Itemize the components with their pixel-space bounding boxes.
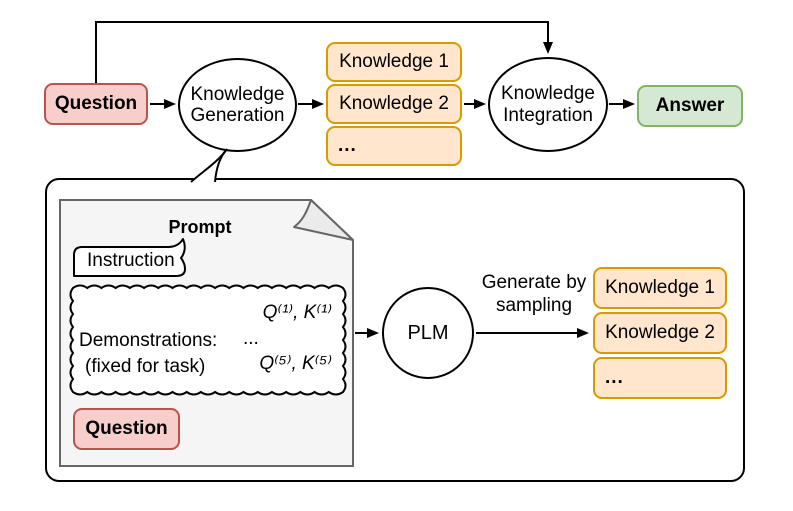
question-to-integration-connector: [95, 21, 553, 83]
question-label: Question: [54, 93, 138, 115]
answer-box: Answer: [637, 85, 743, 127]
knowledge-2-box-top: Knowledge 2: [326, 84, 462, 124]
knowledge-2-box-bottom: Knowledge 2: [593, 312, 727, 354]
knowledge-more-label-bottom: ...: [605, 367, 624, 389]
plm-circle: PLM: [382, 287, 474, 379]
knowledge-more-box-top: ...: [326, 126, 462, 166]
knowledge-integration-label: Knowledge Integration: [500, 83, 596, 126]
prompt-question-label: Question: [85, 418, 168, 440]
knowledge-1-box-bottom: Knowledge 1: [593, 267, 727, 309]
knowledge-1-box-top: Knowledge 1: [326, 42, 462, 82]
knowledge-1-label: Knowledge 1: [339, 51, 449, 73]
knowledge-more-box-bottom: ...: [593, 357, 727, 399]
answer-label: Answer: [655, 95, 725, 117]
instruction-label: Instruction: [87, 250, 175, 271]
demo-note: (fixed for task): [85, 356, 206, 377]
demo-pair-first: Q⁽¹⁾, K⁽¹⁾: [262, 302, 332, 323]
knowledge-more-label: ...: [338, 135, 357, 157]
knowledge-generation-label: Knowledge Generation: [190, 83, 285, 126]
plm-label: PLM: [407, 321, 449, 344]
question-box: Question: [44, 83, 148, 125]
knowledge-2-label: Knowledge 2: [339, 93, 449, 115]
knowledge-2-label-bottom: Knowledge 2: [605, 322, 715, 344]
demo-label: Demonstrations:: [79, 330, 218, 351]
prompt-title: Prompt: [168, 217, 232, 237]
prompt-question-box: Question: [73, 408, 180, 450]
generate-by-sampling-label: Generate by sampling: [481, 272, 587, 316]
knowledge-1-label-bottom: Knowledge 1: [605, 277, 715, 299]
demo-ellipsis: ...: [243, 328, 259, 349]
knowledge-generation-ellipse: Knowledge Generation: [178, 58, 297, 152]
demo-pair-last: Q⁽⁵⁾, K⁽⁵⁾: [259, 353, 332, 374]
knowledge-integration-ellipse: Knowledge Integration: [488, 57, 608, 152]
